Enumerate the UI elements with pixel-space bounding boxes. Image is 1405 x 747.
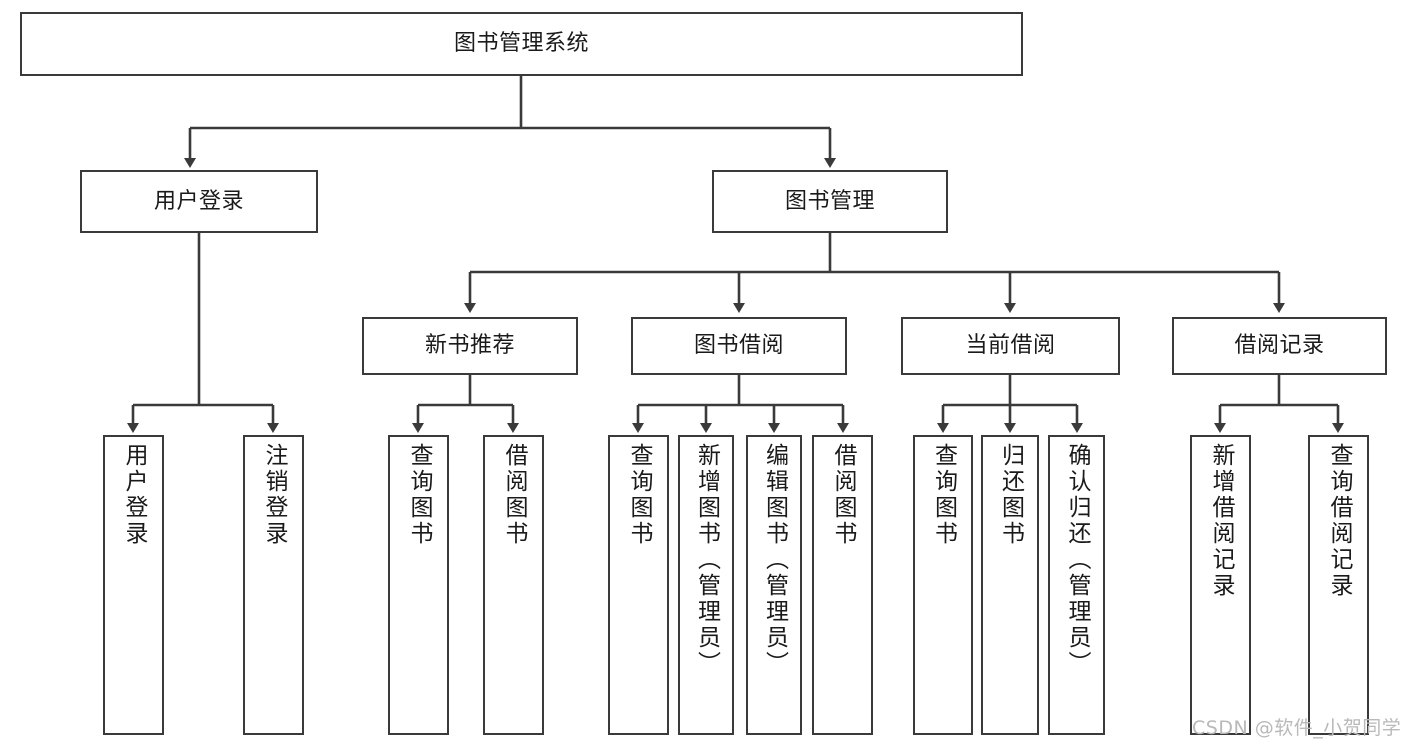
node-label: 借阅图书 (501, 443, 527, 547)
node-book-management[interactable]: 图书管理 (712, 170, 948, 233)
node-label: 当前借阅 (965, 333, 1056, 359)
leaf-current-borrow-confirm[interactable]: 确认归还（管理员） (1048, 435, 1105, 735)
leaf-book-borrow-add[interactable]: 新增图书（管理员） (678, 435, 734, 735)
node-label: 查询图书 (406, 443, 432, 547)
node-label: 注销登录 (261, 443, 287, 547)
leaf-book-borrow-edit[interactable]: 编辑图书（管理员） (746, 435, 802, 735)
node-label: 确认归还（管理员） (1064, 443, 1090, 677)
node-label: 归还图书 (997, 443, 1024, 547)
node-label: 新书推荐 (424, 333, 515, 359)
node-borrow-record[interactable]: 借阅记录 (1172, 317, 1387, 375)
node-book-management-system[interactable]: 图书管理系统 (20, 12, 1023, 76)
node-user-login[interactable]: 用户登录 (80, 170, 318, 233)
node-label: 用户登录 (153, 188, 244, 214)
node-label: 查询图书 (930, 443, 957, 547)
node-label: 查询图书 (626, 443, 652, 547)
leaf-borrow-record-add[interactable]: 新增借阅记录 (1190, 435, 1251, 735)
node-label: 图书管理系统 (453, 31, 589, 57)
node-label: 用户登录 (121, 443, 147, 547)
leaf-book-borrow-borrow[interactable]: 借阅图书 (812, 435, 873, 735)
node-current-borrow[interactable]: 当前借阅 (901, 317, 1120, 375)
leaf-current-borrow-return[interactable]: 归还图书 (981, 435, 1039, 735)
node-book-borrow[interactable]: 图书借阅 (631, 317, 847, 375)
leaf-new-book-query[interactable]: 查询图书 (388, 435, 449, 735)
node-label: 图书管理 (784, 188, 875, 214)
node-label: 编辑图书（管理员） (761, 443, 788, 677)
leaf-borrow-record-query[interactable]: 查询借阅记录 (1308, 435, 1369, 735)
node-label: 借阅记录 (1234, 333, 1325, 359)
node-label: 新增图书（管理员） (693, 443, 720, 677)
leaf-user-login-login[interactable]: 用户登录 (103, 435, 164, 735)
node-label: 借阅图书 (830, 443, 856, 547)
node-label: 新增借阅记录 (1208, 443, 1234, 599)
leaf-user-login-logout[interactable]: 注销登录 (243, 435, 304, 735)
node-label: 图书借阅 (693, 333, 784, 359)
leaf-current-borrow-query[interactable]: 查询图书 (913, 435, 973, 735)
node-new-book-recommend[interactable]: 新书推荐 (362, 317, 578, 375)
leaf-book-borrow-query[interactable]: 查询图书 (608, 435, 669, 735)
csdn-watermark: CSDN @软件_小贺同学 (1192, 717, 1402, 739)
leaf-new-book-borrow[interactable]: 借阅图书 (483, 435, 544, 735)
node-label: 查询借阅记录 (1326, 443, 1352, 599)
